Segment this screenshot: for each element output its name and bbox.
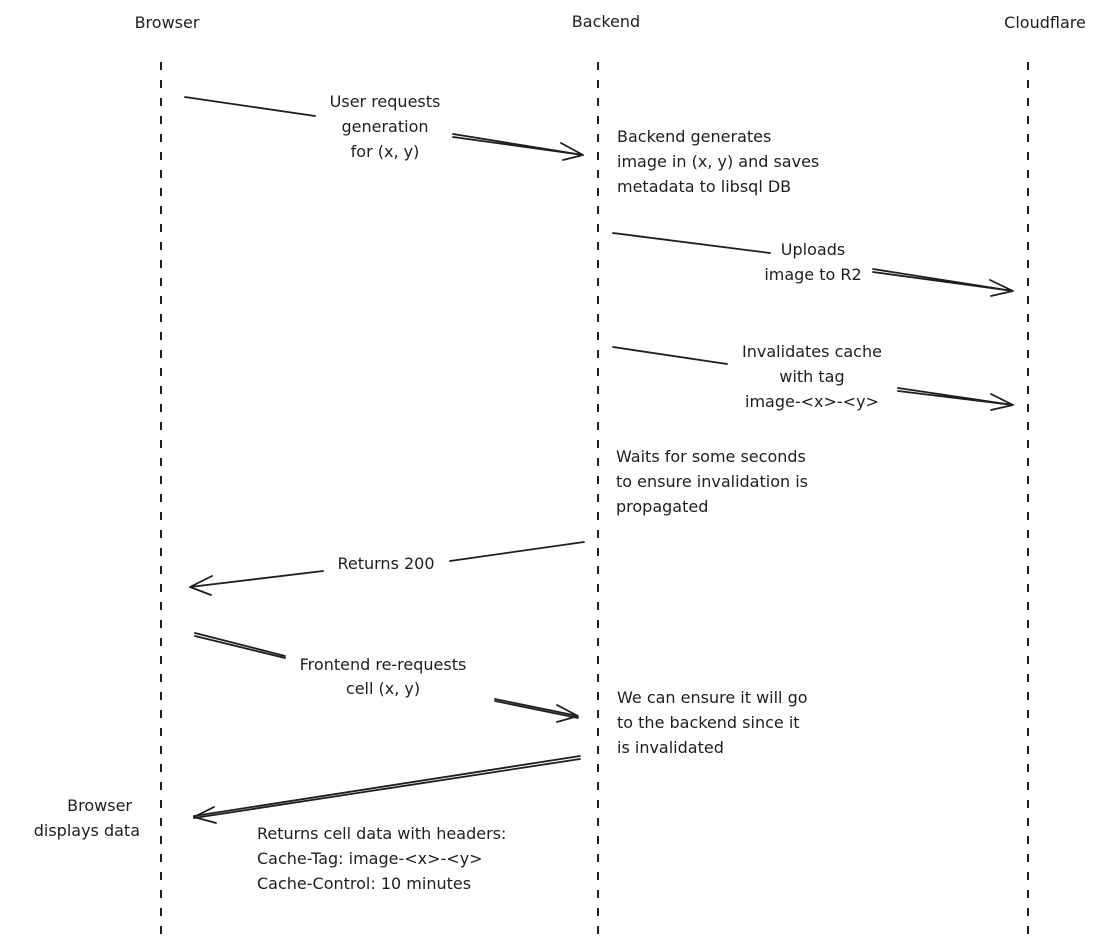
participant-backend: Backend [572,12,640,31]
note-text: to the backend since it [617,713,800,732]
message-label: for (x, y) [351,142,420,161]
message-label: generation [341,117,428,136]
message-label: image-<x>-<y> [745,392,879,411]
arrow-returns-200 [189,541,585,596]
message-label: Cache-Control: 10 minutes [257,874,471,893]
arrow-frontend-rerequests [194,632,579,723]
message-label: Cache-Tag: image-<x>-<y> [257,849,483,868]
arrow-user-requests [184,96,584,161]
participant-cloudflare: Cloudflare [1004,13,1086,32]
message-label: User requests [330,92,441,111]
arrow-returns-cell-data [193,755,581,824]
note-text: propagated [616,497,708,516]
message-label: with tag [779,367,844,386]
message-label: Invalidates cache [742,342,882,361]
note-text: We can ensure it will go [617,688,808,707]
note-text: displays data [34,821,140,840]
arrow-invalidates-cache [612,346,1014,411]
message-label: Uploads [781,240,845,259]
note-text: Waits for some seconds [616,447,806,466]
message-label: Frontend re-requests [300,655,467,674]
note-text: metadata to libsql DB [617,177,791,196]
message-label: cell (x, y) [346,679,420,698]
message-label: Returns 200 [337,554,434,573]
note-text: Backend generates [617,127,771,146]
note-text: is invalidated [617,738,724,757]
note-text: to ensure invalidation is [616,472,808,491]
arrow-uploads [612,232,1014,297]
participant-browser: Browser [135,13,200,32]
message-label: image to R2 [764,265,861,284]
note-text: image in (x, y) and saves [617,152,819,171]
note-text: Browser [67,796,132,815]
message-label: Returns cell data with headers: [257,824,506,843]
